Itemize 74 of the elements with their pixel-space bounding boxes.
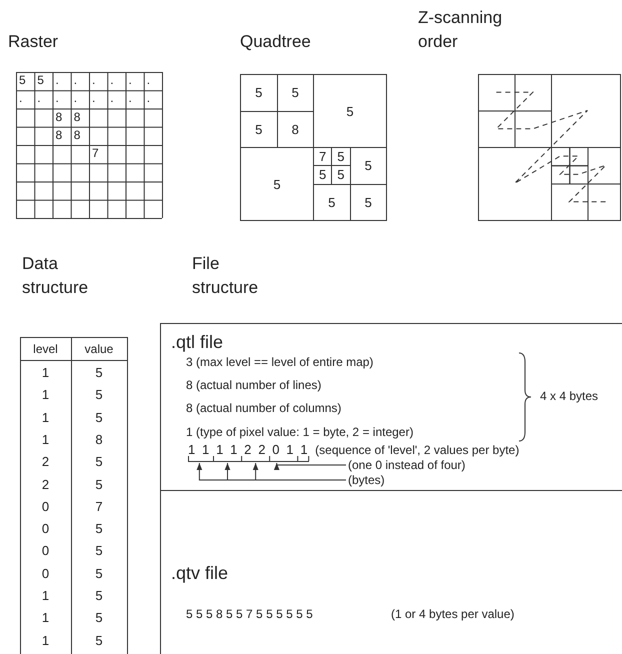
table-cell-text: 5 xyxy=(94,588,104,603)
cell-value: 5 xyxy=(37,73,44,87)
section-heading: Quadtree xyxy=(240,31,312,53)
cell-value: 5 xyxy=(19,73,26,87)
table-cell-text: 1 xyxy=(40,588,50,603)
cell-value: . xyxy=(128,91,132,106)
section-heading: Z-scanning order xyxy=(418,7,504,53)
cell-value: . xyxy=(92,91,96,106)
table-cell-text: 5 xyxy=(94,521,104,536)
table-cell-text: 0 xyxy=(40,543,50,558)
table-cell-text: 5 xyxy=(94,365,104,380)
cell-value: . xyxy=(56,91,59,106)
table-cell-text: 5 xyxy=(94,632,104,648)
field-description: 8 (actual number of columns) xyxy=(186,401,342,415)
table-cell-text: 0 xyxy=(40,521,50,536)
table-cell-text: 5 xyxy=(94,610,104,626)
column-header: value xyxy=(84,342,114,356)
leader-arrow xyxy=(252,462,346,480)
table-cell-text: 7 xyxy=(94,498,104,514)
cell-value: . xyxy=(19,91,22,106)
cell-value: . xyxy=(74,91,78,106)
column-header: level xyxy=(32,342,59,356)
cell-value: 8 xyxy=(56,110,62,124)
cell-value: 7 xyxy=(92,146,99,160)
file-heading: .qtv file xyxy=(171,563,228,584)
annotation-text: (bytes) xyxy=(348,473,385,487)
table-cell-text: 5 xyxy=(94,566,104,581)
table-cell-text: 0 xyxy=(40,566,50,581)
field-description: 3 (max level == level of entire map) xyxy=(186,355,374,369)
field-description: 1 (type of pixel value: 1 = byte, 2 = integer) xyxy=(186,425,414,439)
table-cell-text: 1 xyxy=(40,610,50,626)
quadtree-cell: 5 xyxy=(240,74,278,112)
cell-value: . xyxy=(146,91,150,106)
table-cell-text: 1 xyxy=(40,632,50,648)
table-cell-text: 5 xyxy=(94,410,104,425)
table-cell-text: 2 xyxy=(40,476,50,492)
cell-value: . xyxy=(37,91,41,106)
table-cell-text: 5 xyxy=(94,543,104,558)
level-sequence: 1 1 1 1 2 2 0 1 1 xyxy=(188,442,310,462)
cell-value: . xyxy=(74,73,78,87)
cell-value: 8 xyxy=(74,110,80,124)
cell-value: 8 xyxy=(56,128,62,142)
section-heading: File structure xyxy=(192,253,260,299)
file-section-panel xyxy=(160,323,622,491)
cell-value: . xyxy=(110,91,114,106)
annotation-text: (one 0 instead of four) xyxy=(348,458,466,472)
cell-value: . xyxy=(92,73,96,87)
quadtree-cell: 5 xyxy=(313,74,387,148)
annotation-text: 4 x 4 bytes xyxy=(540,389,598,403)
field-description: (1 or 4 bytes per value) xyxy=(391,607,514,621)
table-cell-text: 8 xyxy=(94,432,104,447)
table-cell-text: 5 xyxy=(94,387,104,402)
leader-arrow xyxy=(274,462,346,470)
table-cell-text: 5 xyxy=(94,454,104,470)
table-cell-text: 1 xyxy=(40,432,50,447)
table-cell-text: 1 xyxy=(40,365,50,380)
table-cell-text: 0 xyxy=(40,498,50,514)
table-cell-text: 2 xyxy=(40,454,50,470)
quadtree-cell: 5 xyxy=(350,184,387,221)
section-heading: Data structure xyxy=(22,253,90,299)
table-cell-text: 5 xyxy=(94,476,104,492)
field-description: 5 5 5 8 5 5 7 5 5 5 5 5 5 xyxy=(186,607,313,621)
field-description: 8 (actual number of lines) xyxy=(186,378,322,392)
cell-value: . xyxy=(146,73,150,87)
quadtree-cell: 5 xyxy=(240,147,314,221)
annotation-text: (sequence of 'level', 2 values per byte) xyxy=(315,443,520,457)
table-cell-text: 1 xyxy=(40,410,50,425)
file-heading: .qtl file xyxy=(171,332,224,353)
cell-value: . xyxy=(110,73,114,87)
cell-value: . xyxy=(128,73,132,87)
cell-value: 8 xyxy=(74,128,80,142)
table-cell-text: 1 xyxy=(40,387,50,402)
section-heading: Raster xyxy=(8,31,60,53)
cell-value: . xyxy=(56,73,59,87)
